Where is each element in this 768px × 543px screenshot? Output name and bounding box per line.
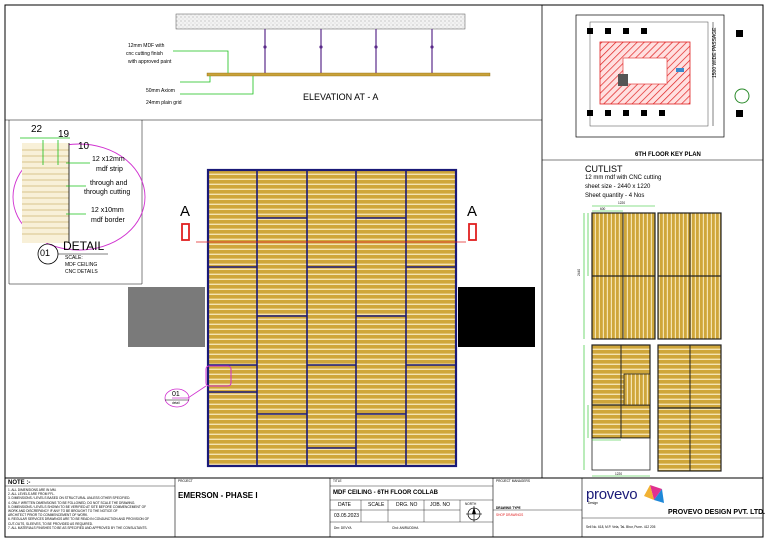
managers-label: PROJECT MANAGERS bbox=[496, 479, 530, 483]
date-value: 03.05.2023 bbox=[334, 513, 360, 519]
title-value: MDF CEILING - 6TH FLOOR COLLAB bbox=[333, 490, 438, 496]
gray-block bbox=[128, 287, 205, 347]
sheet-border bbox=[4, 4, 764, 538]
date-label: DATE bbox=[338, 502, 351, 508]
north-label: NORTH bbox=[465, 502, 477, 506]
note-item: CUT-OUTS, SLEEVES, TO BE PROVIDED AS REQ… bbox=[8, 521, 93, 526]
detail-note-strip-1: 12 x12mm bbox=[92, 156, 125, 163]
note-item: 4. ONLY WRITTEN DIMENSIONS TO BE FOLLOWE… bbox=[8, 500, 136, 505]
project-label: PROJECT bbox=[178, 479, 193, 483]
cutlist-line-1: 12 mm mdf with CNC cutting bbox=[585, 175, 662, 181]
note-label: NOTE :- bbox=[8, 480, 31, 486]
detail-dim-19: 19 bbox=[58, 129, 70, 140]
job-label: JOB. NO bbox=[430, 502, 451, 508]
note-item: 7. ALL MATERIALS FINISHES TO BE AS SPECI… bbox=[8, 525, 148, 530]
note-item: 1. ALL DIMENSIONS ARE IN MM. bbox=[8, 488, 57, 492]
cutlist-line-2: sheet size - 2440 x 1220 bbox=[585, 184, 651, 190]
section-marker-right bbox=[468, 223, 477, 241]
elevation-section bbox=[173, 13, 491, 95]
north-arrow-icon bbox=[466, 506, 482, 522]
callout-sub: detail bbox=[172, 401, 180, 405]
key-plan-title: 6TH FLOOR KEY PLAN bbox=[635, 152, 701, 158]
detail-callout-bubble bbox=[164, 388, 190, 408]
elevation-title: ELEVATION AT - A bbox=[303, 92, 379, 102]
note-item: 3. DIMENSIONS / LEVELS BASED ON STRUCTUR… bbox=[8, 496, 131, 501]
note-item: 6. REGULAR SERVICES DRAWINGS ARE TO BE R… bbox=[8, 517, 150, 522]
note-item: WORK AND DISCREPANCY IF ANY TO BE BROUGH… bbox=[8, 509, 118, 513]
scale-label: SCALE bbox=[368, 502, 385, 508]
ceiling-panel-elevation bbox=[206, 72, 491, 77]
detail-note-border-2: mdf border bbox=[91, 217, 125, 224]
section-label-right: A bbox=[467, 203, 478, 220]
detail-dim-22: 22 bbox=[31, 124, 43, 135]
detail-circle bbox=[12, 137, 146, 265]
section-label-left: A bbox=[180, 203, 191, 220]
title-label: TITLE bbox=[333, 479, 342, 483]
ceiling-plan bbox=[128, 168, 535, 468]
detail-note-cut-2: through cutting bbox=[84, 189, 131, 196]
note-item: 5. DIMENSIONS / LEVELS SHOWN TO BE VERIF… bbox=[8, 504, 147, 509]
logo-sub: Design bbox=[588, 501, 598, 505]
slab bbox=[175, 13, 466, 30]
cutlist-sheets bbox=[583, 205, 722, 477]
elevation-label-paint: with approved paint bbox=[128, 59, 172, 65]
elevation-label-mdf: 12mm MDF with bbox=[128, 43, 165, 49]
cutlist-dim-width-bottom: 1220 bbox=[615, 472, 623, 476]
detail-title: DETAIL bbox=[63, 239, 105, 253]
project-name: EMERSON - PHASE I bbox=[178, 491, 258, 500]
cutlist-line-3: Sheet quantity - 4 Nos bbox=[585, 193, 645, 199]
detail-note-border-1: 12 x10mm bbox=[91, 207, 124, 214]
ceiling-grid-outline bbox=[206, 168, 458, 468]
elevation-label-axiom: 50mm Axiom bbox=[146, 88, 175, 94]
detail-dim-10: 10 bbox=[78, 141, 90, 152]
drawing-type-label: DRAWING TYPE bbox=[496, 506, 521, 510]
drawn-label: Drn: DEVYA bbox=[334, 526, 352, 530]
drawing-type-value: SHOP DRAWINGS bbox=[496, 513, 524, 517]
company-name: PROVEVO DESIGN PVT. LTD. bbox=[668, 509, 766, 516]
detail-number: 01 bbox=[40, 248, 51, 258]
detail-scale-label: SCALE: bbox=[65, 255, 83, 261]
cutlist-dim-width: 1220 bbox=[618, 201, 626, 205]
detail-note-cut-1: through and bbox=[90, 180, 128, 187]
cutlist-dim-height: 2440 bbox=[577, 268, 581, 276]
note-item: ARCHITECT PRIOR TO COMMENCEMENT OF WORK. bbox=[8, 513, 89, 518]
black-block bbox=[458, 287, 535, 347]
detail-note-strip-2: mdf strip bbox=[96, 166, 123, 173]
provevo-logo-icon bbox=[644, 485, 664, 503]
title-block-grid bbox=[5, 477, 763, 537]
key-plan bbox=[575, 14, 750, 138]
callout-number: 01 bbox=[172, 391, 180, 398]
cutlist-dim-small: 600 bbox=[600, 207, 606, 211]
company-address: Sell No. 618, M.P. Vela, Tal- Bhor, Pune… bbox=[586, 525, 656, 529]
logo-text: provevo bbox=[586, 486, 638, 503]
elevation-label-cnc: cnc cutting finish bbox=[126, 51, 163, 57]
note-item: 2. ALL LEVELS ARE FROM FFL. bbox=[8, 492, 55, 497]
checked-label: Chd: ANIRUDDHA bbox=[392, 526, 419, 530]
detail-callout-box bbox=[205, 365, 232, 387]
detail-sub-1: MDF CEILING bbox=[65, 262, 98, 268]
drg-label: DRG. NO bbox=[396, 502, 418, 508]
section-marker-left bbox=[181, 223, 190, 241]
detail-sub-2: CNC DETAILS bbox=[65, 269, 98, 275]
key-plan-passage: 1500 WIDE PASSAGE bbox=[712, 27, 718, 78]
cutlist-title: CUTLIST bbox=[585, 164, 623, 174]
elevation-label-grid: 24mm plain grid bbox=[146, 100, 182, 106]
